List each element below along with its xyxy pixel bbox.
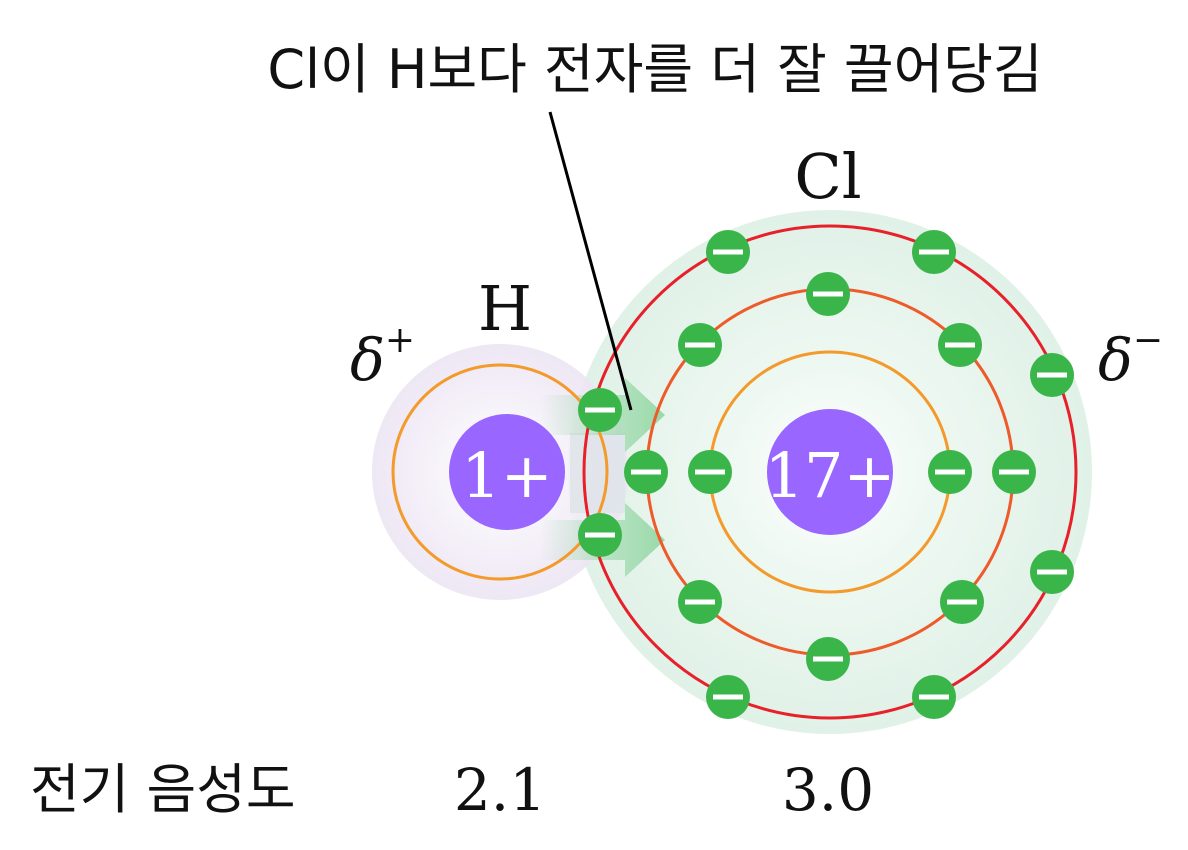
h-electronegativity: 2.1: [454, 756, 546, 824]
minus-icon: [713, 694, 743, 700]
h-nucleus: [449, 414, 565, 530]
shared-region: [570, 433, 625, 513]
minus-icon: [947, 599, 977, 605]
electron: [912, 675, 956, 719]
electron: [940, 580, 984, 624]
minus-icon: [935, 469, 965, 475]
minus-icon: [813, 291, 843, 297]
callout-line: [548, 111, 633, 411]
cl-nucleus-charge: 17+: [765, 439, 896, 512]
minus-icon: [1037, 372, 1067, 378]
cl-label: Cl: [794, 140, 861, 213]
electron: [678, 580, 722, 624]
minus-icon: [585, 407, 615, 413]
electron: [928, 450, 972, 494]
minus-icon: [631, 469, 661, 475]
minus-icon: [919, 249, 949, 255]
h-partial-charge: δ+: [350, 320, 415, 394]
electron: [1030, 353, 1074, 397]
h-label: H: [478, 272, 532, 345]
minus-icon: [695, 469, 725, 475]
minus-icon: [585, 532, 615, 538]
electron: [624, 450, 668, 494]
electron: [806, 637, 850, 681]
electron: [678, 323, 722, 367]
minus-icon: [999, 469, 1029, 475]
minus-icon: [685, 342, 715, 348]
minus-icon: [919, 694, 949, 700]
h-nucleus-charge: 1+: [461, 439, 552, 512]
cl-shell-3: [582, 224, 1078, 720]
electron: [1030, 550, 1074, 594]
minus-icon: [813, 656, 843, 662]
minus-icon: [685, 599, 715, 605]
electron: [578, 513, 622, 557]
electron: [578, 388, 622, 432]
minus-icon: [713, 249, 743, 255]
electron: [806, 272, 850, 316]
minus-icon: [945, 342, 975, 348]
cl-partial-charge: δ−: [1098, 320, 1163, 394]
electron: [992, 450, 1036, 494]
electrons: [578, 230, 1074, 719]
electron: [912, 230, 956, 274]
electronegativity-label: 전기 음성도: [30, 758, 296, 821]
h-shell: [391, 363, 609, 581]
cl-nucleus: [767, 409, 893, 535]
electron: [706, 230, 750, 274]
electron: [688, 450, 732, 494]
cl-electronegativity: 3.0: [782, 756, 874, 824]
minus-icon: [1037, 569, 1067, 575]
title-annotation: Cl이 H보다 전자를 더 잘 끌어당김: [267, 38, 1042, 101]
electron: [938, 323, 982, 367]
electron: [706, 675, 750, 719]
